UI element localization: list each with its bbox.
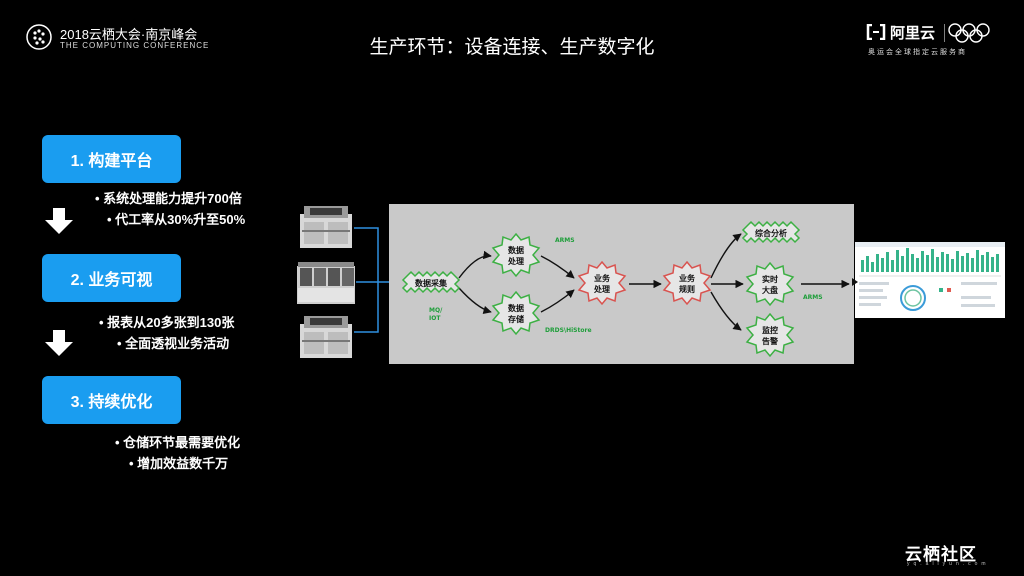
step-2-label: 2. 业务可视: [70, 272, 153, 289]
step-1-label: 1. 构建平台: [70, 153, 153, 170]
node-bizrules-label-1: 业务: [679, 273, 696, 283]
step-2-bullet-1: • 报表从20多张到130张: [99, 315, 235, 330]
node-bizprocess-label-2: 处理: [593, 284, 610, 294]
footer-brand: 云栖社区: [905, 545, 977, 564]
node-realtime-label-1: 实时: [762, 274, 778, 284]
node-monitor-label-1: 监控: [762, 325, 778, 335]
machine-connector-lines: [354, 227, 390, 333]
node-process-label-1: 数据: [508, 245, 524, 255]
node-business-process: 业务 处理: [577, 260, 627, 306]
node-data-store: 数据 存储: [491, 290, 541, 336]
label-mq-1: MQ/: [429, 307, 443, 314]
conference-mark-icon: [26, 24, 52, 50]
step-3-bullet-1: • 仓储环节最需要优化: [115, 435, 241, 450]
step-1-bullet-2: • 代工率从30%升至50%: [107, 212, 246, 227]
node-data-process: 数据 处理: [491, 232, 541, 278]
node-realtime-label-2: 大盘: [762, 285, 778, 295]
arrow-down-icon: [45, 330, 73, 356]
slide-title: 生产环节：设备连接、生产数字化: [369, 37, 655, 58]
node-business-rules: 业务 规则: [662, 260, 712, 306]
dashboard-arrow-tip: [852, 278, 858, 286]
step-2-business-visible: 2. 业务可视: [42, 254, 181, 302]
node-data-collect: 数据采集: [401, 270, 461, 294]
conference-title: 2018云栖大会·南京峰会: [60, 27, 198, 42]
step-2-bullet-2: • 全面透视业务活动: [117, 336, 230, 351]
footer-brand-sub: yq.aliyun.com: [907, 561, 990, 567]
label-drds: DRDS\HiStore: [545, 327, 592, 334]
olympic-rings-icon: [944, 23, 990, 43]
node-realtime-dashboard: 实时 大盘: [745, 261, 795, 307]
node-monitor-alert: 监控 告警: [745, 312, 795, 358]
step-1-build-platform: 1. 构建平台: [42, 135, 181, 183]
node-collect-label: 数据采集: [415, 278, 448, 288]
smt-machine-image-3: [300, 316, 352, 358]
node-store-label-2: 存储: [507, 314, 524, 324]
realtime-dashboard-screenshot: [855, 242, 1005, 318]
step-1-bullets: • 系统处理能力提升700倍 • 代工率从30%升至50%: [95, 188, 245, 230]
step-2-bullets: • 报表从20多张到130张 • 全面透视业务活动: [99, 312, 234, 354]
conference-logo: 2018云栖大会·南京峰会 THE COMPUTING CONFERENCE: [26, 24, 236, 56]
partner-brand: 阿里云: [890, 25, 936, 42]
edge-process-bizprocess: [540, 255, 575, 279]
label-mq-2: IOT: [429, 315, 441, 322]
smt-machine-image-2: [297, 262, 355, 304]
smt-machine-image-1: [300, 206, 352, 248]
edge-collect-store: [458, 287, 492, 314]
node-bizprocess-label-1: 业务: [594, 273, 611, 283]
flow-edges: [458, 233, 850, 331]
label-arms-right: ARMS: [803, 294, 823, 301]
edge-store-bizprocess: [540, 289, 575, 313]
edge-collect-process: [458, 250, 492, 279]
label-arms-top: ARMS: [555, 237, 575, 244]
node-monitor-label-2: 告警: [762, 336, 778, 346]
step-1-bullet-1: • 系统处理能力提升700倍: [95, 191, 242, 206]
edge-rules-monitor: [710, 291, 742, 331]
partner-logo: 阿里云 奥运会全球指定云服务商: [862, 20, 1002, 60]
node-analysis: 综合分析: [741, 220, 801, 244]
step-3-bullet-2: • 增加效益数千万: [129, 456, 229, 471]
data-flow-diagram: 数据采集 数据 处理 数据 存储 业务 处理 业务 规则 综合: [389, 204, 854, 364]
node-analysis-label: 综合分析: [755, 228, 787, 238]
aliyun-bracket-icon: [866, 24, 886, 40]
node-store-label-1: 数据: [508, 303, 524, 313]
edge-rules-analysis: [710, 233, 742, 279]
step-3-continuous-optimization: 3. 持续优化: [42, 376, 181, 424]
step-3-bullets: • 仓储环节最需要优化 • 增加效益数千万: [115, 432, 240, 474]
footer-logo: 云栖社区 yq.aliyun.com: [905, 540, 995, 570]
step-3-label: 3. 持续优化: [70, 394, 153, 411]
node-bizrules-label-2: 规则: [679, 284, 695, 294]
partner-slogan: 奥运会全球指定云服务商: [868, 49, 967, 56]
conference-subtitle: THE COMPUTING CONFERENCE: [60, 41, 210, 50]
node-process-label-2: 处理: [507, 256, 524, 266]
arrow-down-icon: [45, 208, 73, 234]
